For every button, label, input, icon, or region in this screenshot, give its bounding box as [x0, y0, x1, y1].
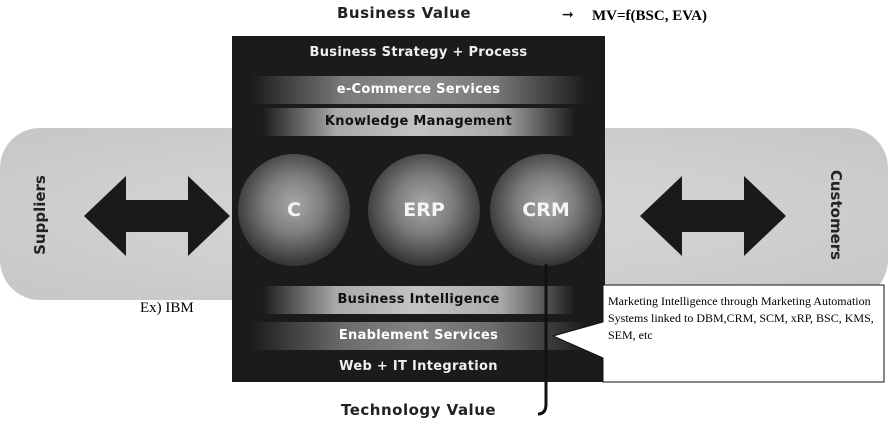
callout-shape: [551, 284, 885, 383]
circle-erp: ERP: [368, 154, 480, 266]
right-double-arrow-icon: [640, 176, 786, 256]
layer-ecommerce-services: e-Commerce Services: [232, 76, 605, 104]
circle-c: C: [238, 154, 350, 266]
circle-crm: CRM: [490, 154, 602, 266]
business-value-title: Business Value: [337, 4, 472, 22]
customers-label: Customers: [827, 169, 845, 261]
example-note: Ex) IBM: [140, 300, 194, 316]
layer-web-it-integration: Web + IT Integration: [339, 359, 498, 374]
layer-business-intelligence: Business Intelligence: [232, 286, 605, 314]
right-arrow-icon: ➞: [562, 6, 574, 22]
crm-connector-line: [537, 264, 548, 416]
left-double-arrow-icon: [84, 176, 230, 256]
layer-business-strategy: Business Strategy + Process: [309, 45, 528, 60]
layer-knowledge-management: Knowledge Management: [232, 108, 605, 136]
technology-value-title: Technology Value: [341, 401, 497, 419]
market-value-formula: MV=f(BSC, EVA): [592, 8, 707, 24]
callout-text: Marketing Intelligence through Marketing…: [608, 294, 874, 342]
suppliers-label: Suppliers: [31, 175, 49, 255]
layer-enablement-services: Enablement Services: [232, 322, 605, 350]
